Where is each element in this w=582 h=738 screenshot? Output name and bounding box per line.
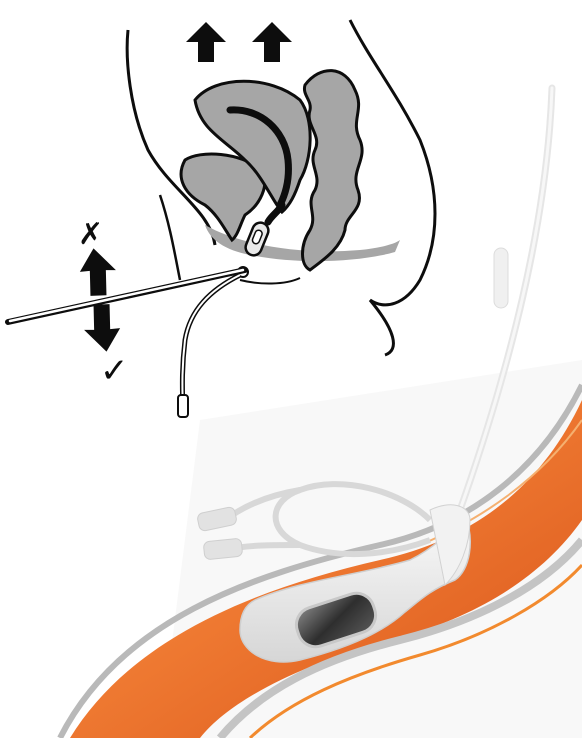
rod-down-arrow bbox=[82, 302, 123, 354]
body-contour-perineum bbox=[240, 278, 300, 284]
vaginal-canal bbox=[268, 205, 282, 222]
cable-end bbox=[178, 395, 188, 417]
correct-mark: ✓ bbox=[100, 351, 129, 391]
body-contour-buttock bbox=[370, 300, 393, 355]
up-arrow-2 bbox=[252, 22, 292, 62]
probe-cable-core bbox=[182, 275, 240, 410]
body-contour-back bbox=[350, 20, 435, 305]
stem-sleeve bbox=[494, 248, 508, 308]
up-arrow-1 bbox=[186, 22, 226, 62]
rod-up-arrow bbox=[78, 246, 119, 298]
body-contour-thigh bbox=[160, 195, 180, 280]
incorrect-mark: ✗ bbox=[78, 217, 103, 252]
connector-2 bbox=[203, 538, 243, 560]
anatomy-illustration: ✗ ✓ bbox=[8, 20, 435, 417]
rectum bbox=[303, 71, 363, 270]
body-contour-front bbox=[127, 30, 215, 245]
